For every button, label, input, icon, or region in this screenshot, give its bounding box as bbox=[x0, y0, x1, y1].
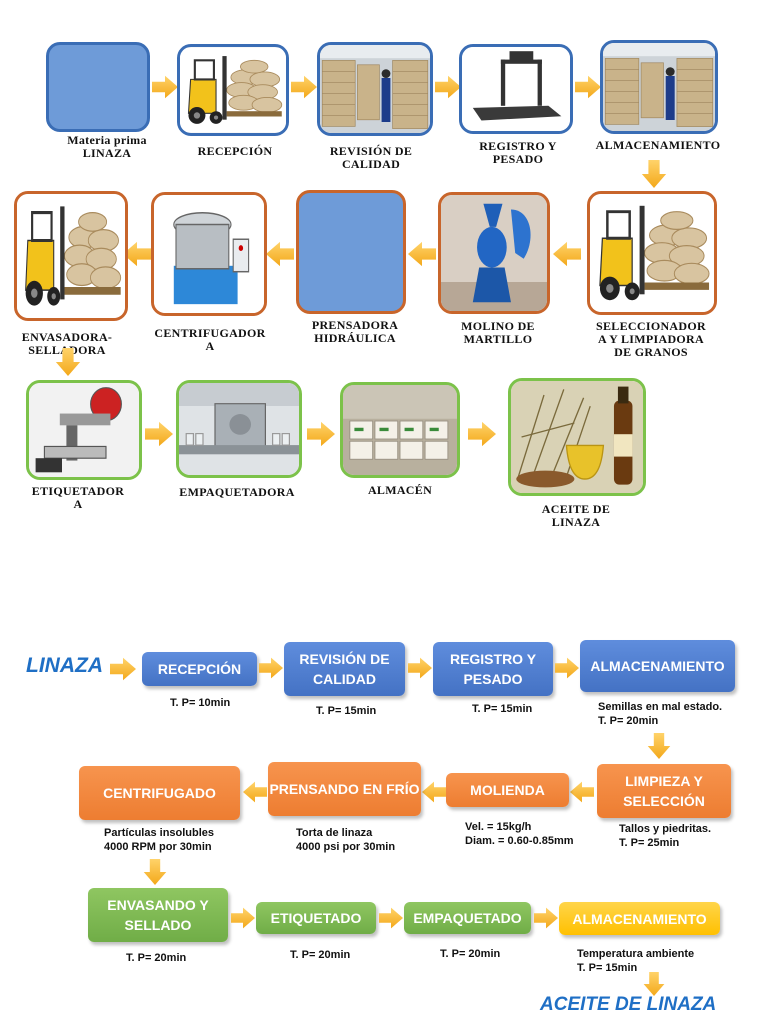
flow-start-label: LINAZA bbox=[26, 654, 103, 677]
note-packing: T. P= 20min bbox=[440, 948, 501, 960]
step-final-storage: ALMACENAMIENTO bbox=[559, 902, 720, 935]
step-weighing: REGISTRO Y PESADO bbox=[433, 642, 553, 696]
caption-weighing: REGISTRO Y PESADO bbox=[479, 139, 557, 166]
note-reception: T. P= 10min bbox=[170, 697, 231, 709]
caption-warehouse: ALMACÉN bbox=[367, 483, 433, 497]
step-milling: MOLIENDA bbox=[446, 773, 569, 807]
arrow-left-icon bbox=[422, 780, 446, 804]
note-final-storage: Temperatura ambiente T. P= 15min bbox=[577, 948, 695, 974]
raw-material-image bbox=[46, 42, 150, 132]
arrow-left-icon bbox=[266, 240, 294, 268]
caption-reception: RECEPCIÓN bbox=[197, 144, 273, 158]
hammer-mill-image bbox=[438, 192, 550, 314]
filler-sealer-image bbox=[14, 191, 128, 321]
linseed-oil-image bbox=[508, 378, 646, 496]
warehouse-image bbox=[340, 382, 460, 478]
caption-raw-material: Materia prima LINAZA bbox=[67, 133, 147, 160]
step-storage: ALMACENAMIENTO bbox=[580, 640, 735, 692]
note-storage: Semillas en mal estado. T. P= 20min bbox=[598, 701, 723, 727]
arrow-down-icon bbox=[642, 972, 666, 996]
labeler-image bbox=[26, 380, 142, 480]
caption-linseed-oil: ACEITE DE LINAZA bbox=[541, 502, 611, 529]
caption-labeler: ETIQUETADOR A bbox=[31, 484, 125, 511]
step-centrifuge: CENTRIFUGADO bbox=[79, 766, 240, 820]
step-filling-sealing: ENVASANDO Y SELLADO bbox=[88, 888, 228, 942]
centrifuge-image bbox=[151, 192, 267, 316]
step-cold-press: PRENSANDO EN FRÍO bbox=[268, 762, 421, 816]
note-filling-sealing: T. P= 20min bbox=[126, 952, 187, 964]
storage-image bbox=[600, 40, 718, 134]
arrow-right-icon bbox=[435, 74, 461, 100]
caption-centrifuge: CENTRIFUGADOR A bbox=[154, 326, 266, 353]
caption-grain-cleaner: SELECCIONADOR A Y LIMPIADORA DE GRANOS bbox=[596, 319, 706, 359]
arrow-right-icon bbox=[379, 906, 403, 930]
caption-packer: EMPAQUETADORA bbox=[179, 485, 295, 499]
arrow-right-icon bbox=[145, 420, 173, 448]
arrow-down-icon bbox=[646, 732, 672, 760]
arrow-right-icon bbox=[468, 420, 496, 448]
hydraulic-press-image bbox=[296, 190, 406, 314]
arrow-right-icon bbox=[307, 420, 335, 448]
weighing-scale-image bbox=[459, 44, 573, 134]
arrow-right-icon bbox=[408, 656, 432, 680]
arrow-right-icon bbox=[259, 656, 283, 680]
note-cleaning: Tallos y piedritas. T. P= 25min bbox=[619, 823, 712, 849]
quality-check-image bbox=[317, 42, 433, 136]
grain-cleaner-image bbox=[587, 191, 717, 315]
caption-hydraulic-press: PRENSADORA HIDRÁULICA bbox=[311, 318, 399, 345]
arrow-right-icon bbox=[291, 74, 317, 100]
step-quality-check: REVISIÓN DE CALIDAD bbox=[284, 642, 405, 696]
step-cleaning: LIMPIEZA Y SELECCIÓN bbox=[597, 764, 731, 818]
arrow-down-icon bbox=[142, 858, 168, 886]
arrow-down-icon bbox=[53, 348, 83, 376]
packer-image bbox=[176, 380, 302, 478]
reception-image bbox=[177, 44, 289, 136]
caption-quality-check: REVISIÓN DE CALIDAD bbox=[329, 144, 413, 171]
arrow-right-icon bbox=[110, 656, 136, 682]
arrow-left-icon bbox=[570, 780, 594, 804]
arrow-right-icon bbox=[231, 906, 255, 930]
note-cold-press: Torta de linaza 4000 psi por 30min bbox=[296, 827, 396, 853]
arrow-right-icon bbox=[575, 74, 601, 100]
step-packing: EMPAQUETADO bbox=[404, 902, 531, 934]
arrow-right-icon bbox=[555, 656, 579, 680]
arrow-left-icon bbox=[553, 240, 581, 268]
flow-end-label: ACEITE DE LINAZA bbox=[540, 994, 717, 1015]
arrow-left-icon bbox=[243, 780, 267, 804]
arrow-right-icon bbox=[534, 906, 558, 930]
arrow-left-icon bbox=[408, 240, 436, 268]
caption-hammer-mill: MOLINO DE MARTILLO bbox=[461, 319, 535, 346]
step-labeling: ETIQUETADO bbox=[256, 902, 376, 934]
note-weighing: T. P= 15min bbox=[472, 703, 533, 715]
arrow-down-icon bbox=[640, 160, 668, 188]
note-centrifuge: Partículas insolubles 4000 RPM por 30min bbox=[104, 827, 215, 853]
note-quality-check: T. P= 15min bbox=[316, 705, 377, 717]
caption-storage: ALMACENAMIENTO bbox=[595, 138, 721, 152]
note-labeling: T. P= 20min bbox=[290, 949, 351, 961]
note-milling: Vel. = 15kg/h Diam. = 0.60-0.85mm bbox=[465, 821, 574, 847]
step-reception: RECEPCIÓN bbox=[142, 652, 257, 686]
arrow-right-icon bbox=[152, 74, 178, 100]
